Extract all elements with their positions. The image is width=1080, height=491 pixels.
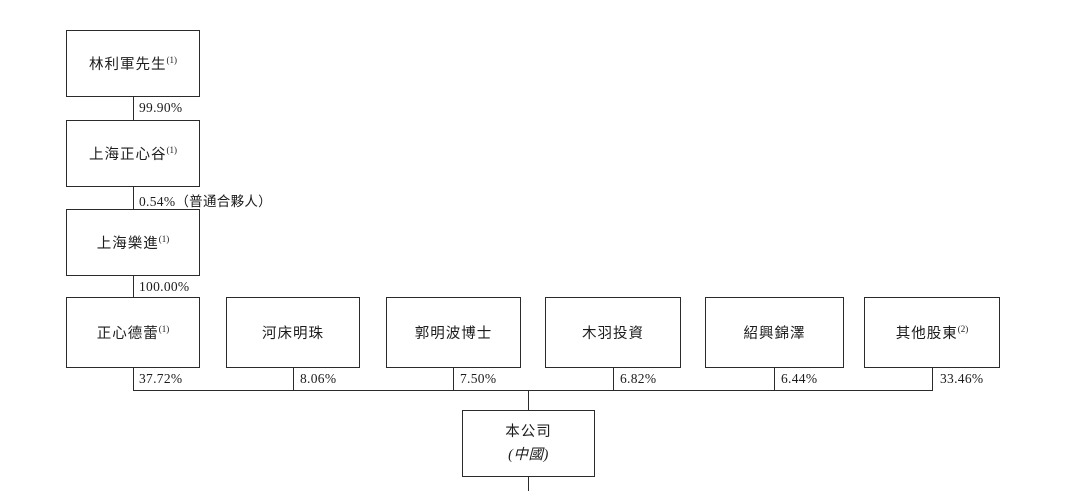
node-label: 正心德蕾(1) bbox=[97, 322, 170, 343]
ownership-pct-label: 0.54%（普通合夥人） bbox=[139, 194, 272, 209]
connector-line bbox=[453, 368, 454, 390]
connector-line bbox=[133, 276, 134, 297]
connector-line bbox=[528, 477, 529, 491]
node-label: 河床明珠 bbox=[262, 322, 324, 343]
node-label: 郭明波博士 bbox=[415, 322, 493, 343]
node-label: 上海正心谷(1) bbox=[89, 143, 177, 164]
connector-line bbox=[133, 97, 134, 120]
node-hechuang-mingzhu: 河床明珠 bbox=[226, 297, 360, 368]
ownership-pct-label: 99.90% bbox=[139, 100, 183, 115]
node-text: 紹興錦澤 bbox=[743, 326, 806, 342]
connector-line bbox=[932, 368, 933, 390]
node-label: 上海樂進(1) bbox=[97, 232, 170, 253]
node-shanghai-zhengxingu: 上海正心谷(1) bbox=[66, 120, 200, 187]
ownership-pct-label: 100.00% bbox=[139, 279, 190, 294]
node-text: 木羽投資 bbox=[582, 326, 644, 342]
node-the-company: 本公司 (中國) bbox=[462, 410, 595, 477]
ownership-pct-label: 8.06% bbox=[300, 371, 337, 386]
node-label: 其他股東(2) bbox=[896, 322, 969, 343]
ownership-pct-label: 6.82% bbox=[620, 371, 657, 386]
node-shanghai-lejin: 上海樂進(1) bbox=[66, 209, 200, 276]
footnote-marker: (1) bbox=[166, 55, 178, 66]
ownership-pct-label: 6.44% bbox=[781, 371, 818, 386]
node-text: 郭明波博士 bbox=[414, 326, 493, 342]
node-label: 林利軍先生(1) bbox=[89, 53, 177, 74]
ownership-pct-label: 7.50% bbox=[460, 371, 497, 386]
node-text: 林利軍先生 bbox=[89, 57, 167, 73]
node-text: 河床明珠 bbox=[262, 326, 324, 342]
node-mr-lin-lijun: 林利軍先生(1) bbox=[66, 30, 200, 97]
footnote-marker: (2) bbox=[957, 324, 969, 335]
node-other-shareholders: 其他股東(2) bbox=[864, 297, 1000, 368]
company-region: (中國) bbox=[508, 446, 549, 463]
connector-line bbox=[293, 368, 294, 390]
node-label: 木羽投資 bbox=[582, 322, 644, 343]
connector-line bbox=[133, 187, 134, 209]
node-zhengxin-delei: 正心德蕾(1) bbox=[66, 297, 200, 368]
connector-bus-line bbox=[133, 390, 933, 391]
footnote-marker: (1) bbox=[158, 324, 170, 335]
node-text: 正心德蕾 bbox=[96, 326, 159, 342]
node-shaoxing-jinze: 紹興錦澤 bbox=[705, 297, 844, 368]
connector-line bbox=[133, 368, 134, 390]
ownership-pct-label: 37.72% bbox=[139, 371, 183, 386]
footnote-marker: (1) bbox=[166, 145, 178, 156]
connector-line bbox=[528, 390, 529, 410]
footnote-marker: (1) bbox=[158, 234, 170, 245]
node-text: 上海樂進 bbox=[96, 236, 159, 252]
node-text: 上海正心谷 bbox=[89, 147, 167, 163]
node-muyu-investment: 木羽投資 bbox=[545, 297, 681, 368]
node-label: 紹興錦澤 bbox=[744, 322, 806, 343]
connector-line bbox=[774, 368, 775, 390]
company-label: 本公司 (中國) bbox=[505, 421, 552, 466]
node-dr-guo-mingbo: 郭明波博士 bbox=[386, 297, 521, 368]
company-name: 本公司 bbox=[505, 424, 552, 441]
ownership-pct-label: 33.46% bbox=[940, 371, 984, 386]
connector-line bbox=[613, 368, 614, 390]
node-text: 其他股東 bbox=[895, 326, 958, 342]
